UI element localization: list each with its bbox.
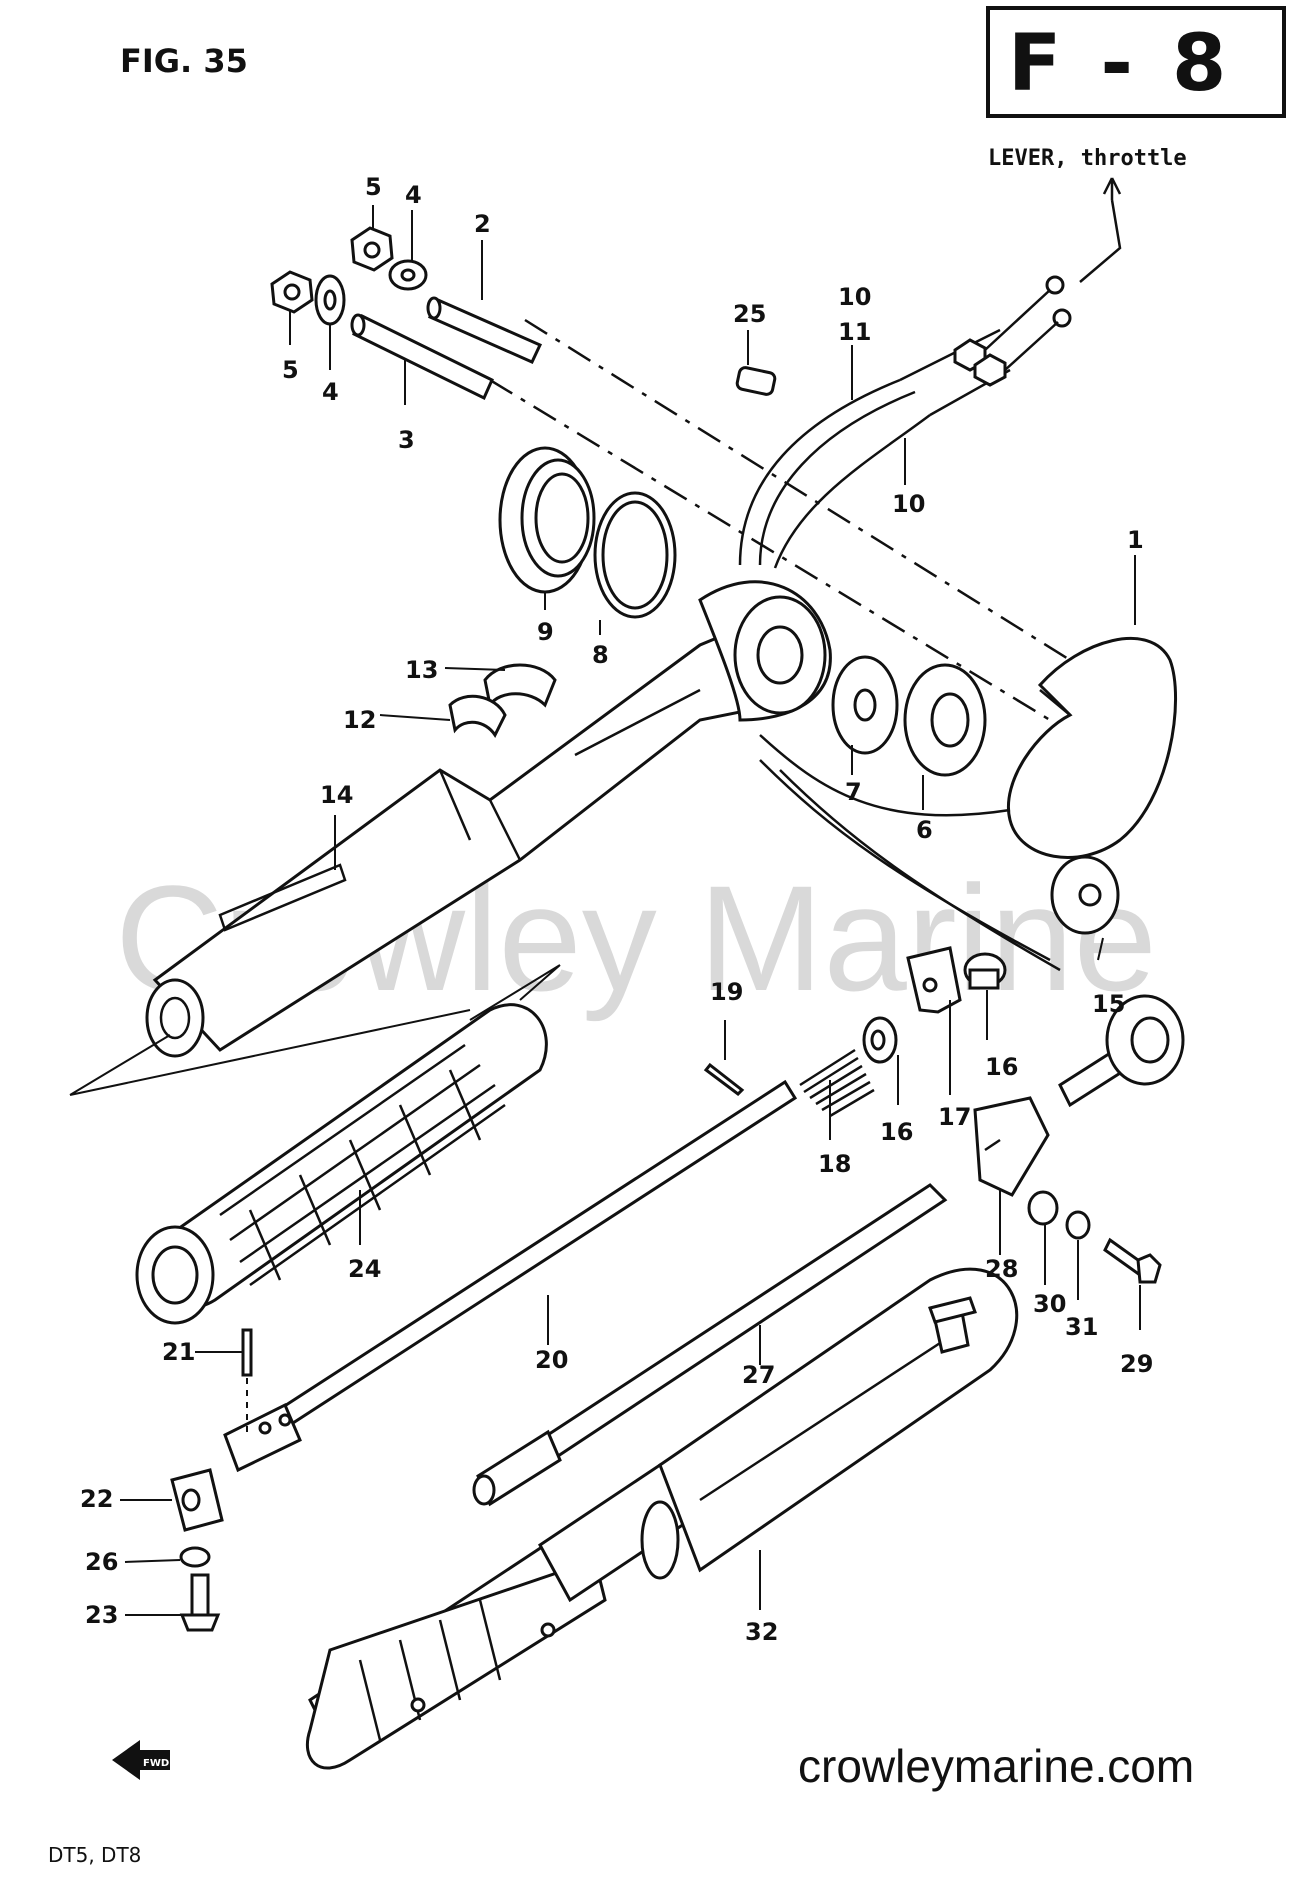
callout-16-lower: 16 — [880, 1118, 913, 1146]
pin-19 — [703, 1062, 745, 1096]
throttle-cables — [738, 275, 1072, 569]
callout-23: 23 — [85, 1601, 118, 1629]
bushing-13 — [483, 663, 557, 709]
lever-arrow — [1079, 177, 1122, 283]
callout-22: 22 — [80, 1485, 113, 1513]
clip-17 — [906, 946, 962, 1014]
callout-1: 1 — [1127, 526, 1144, 554]
bolt-2 — [426, 296, 543, 364]
website-label: crowleymarine.com — [798, 1740, 1194, 1792]
rod-20 — [223, 1079, 798, 1473]
assembly-line-bolt-3 — [489, 378, 1051, 722]
grip-24 — [69, 964, 561, 1325]
callout-9: 9 — [537, 618, 554, 646]
forward-arrow-icon: FWD — [112, 1740, 170, 1780]
callout-32: 32 — [745, 1618, 778, 1646]
callout-27: 27 — [742, 1361, 775, 1389]
callout-14: 14 — [320, 781, 353, 809]
bushing-16-lower — [862, 1016, 898, 1064]
callout-10-lower: 10 — [892, 490, 925, 518]
bolt-29 — [1103, 1237, 1162, 1284]
bushing-16-upper — [963, 952, 1007, 990]
housing-1 — [759, 637, 1178, 859]
callout-11: 11 — [838, 318, 871, 346]
callout-30: 30 — [1033, 1290, 1066, 1318]
handle-extension-32 — [305, 1267, 1019, 1770]
bolt-3 — [350, 313, 494, 401]
callout-29: 29 — [1120, 1350, 1153, 1378]
model-label: DT5, DT8 — [48, 1843, 141, 1867]
callout-6: 6 — [916, 816, 933, 844]
callout-17: 17 — [938, 1103, 971, 1131]
pin-21 — [241, 1328, 253, 1377]
callout-8: 8 — [592, 641, 609, 669]
spring-18 — [799, 1048, 875, 1118]
lever-throttle-label: LEVER, throttle — [988, 146, 1187, 171]
collar-22 — [170, 1468, 224, 1532]
washer-4-right — [388, 259, 428, 291]
callout-28: 28 — [985, 1255, 1018, 1283]
callout-18: 18 — [818, 1150, 851, 1178]
callout-5-left: 5 — [282, 356, 299, 384]
callout-21: 21 — [162, 1338, 195, 1366]
rod-27 — [472, 1183, 948, 1507]
callout-5-right: 5 — [365, 173, 382, 201]
callout-2: 2 — [474, 210, 491, 238]
throttle-shaft — [1058, 994, 1185, 1108]
section-badge: F - 8 — [986, 6, 1286, 118]
plug-15 — [1050, 855, 1120, 935]
wing-bolt — [928, 1296, 977, 1354]
callout-26: 26 — [85, 1548, 118, 1576]
callout-15: 15 — [1092, 990, 1125, 1018]
nut-5-left — [270, 270, 314, 314]
washer-7 — [831, 655, 899, 755]
leader-lines — [120, 205, 1141, 1616]
lower-cable — [759, 759, 1051, 962]
oil-seal-9 — [498, 446, 596, 594]
bushing-12 — [448, 694, 507, 738]
callout-20: 20 — [535, 1346, 568, 1374]
callout-25: 25 — [733, 300, 766, 328]
fwd-label: FWD — [143, 1758, 169, 1769]
washer-30 — [1027, 1190, 1059, 1226]
callout-10-upper: 10 — [838, 283, 871, 311]
o-ring-8 — [593, 491, 677, 619]
callout-4-right: 4 — [405, 181, 422, 209]
callout-24: 24 — [348, 1255, 381, 1283]
callout-31: 31 — [1065, 1313, 1098, 1341]
callout-12: 12 — [343, 706, 376, 734]
screw-23 — [179, 1573, 221, 1632]
callout-3: 3 — [398, 426, 415, 454]
washer-31 — [1065, 1210, 1091, 1240]
washer-26 — [179, 1546, 211, 1568]
callout-16-upper: 16 — [985, 1053, 1018, 1081]
callout-4-left: 4 — [322, 378, 339, 406]
bushing-6 — [903, 663, 987, 777]
key-25 — [735, 366, 777, 396]
callouts: 5 5 4 4 2 3 25 10 11 10 9 8 1 13 12 7 6 … — [80, 173, 1153, 1646]
tiller-handle-14 — [145, 580, 832, 1058]
assembly-line-bolt-2 — [524, 318, 1071, 662]
svg-text:F - 8: F - 8 — [1008, 19, 1232, 109]
stopper-28 — [973, 1096, 1050, 1197]
figure-label: FIG. 35 — [120, 42, 248, 80]
callout-7: 7 — [845, 778, 862, 806]
callout-13: 13 — [405, 656, 438, 684]
washer-4-left — [314, 274, 346, 326]
nut-5-right — [350, 226, 394, 272]
callout-19: 19 — [710, 978, 743, 1006]
